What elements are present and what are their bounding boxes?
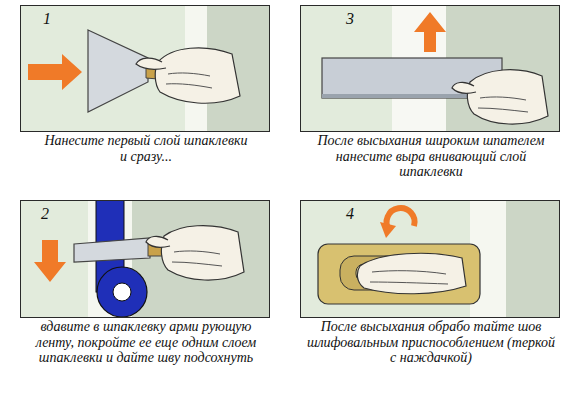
- glove-hand: [155, 48, 240, 103]
- glove-fingers: [478, 97, 528, 112]
- panel-3-art: [300, 5, 560, 132]
- step-caption: Нанесите первый слой шпаклевки и сразу..…: [41, 133, 251, 164]
- glove-hand: [161, 226, 244, 280]
- glove-fingers: [172, 251, 222, 266]
- down-arrow: [34, 240, 66, 282]
- step-number: 1: [43, 11, 51, 27]
- sanding-float: [318, 244, 480, 304]
- step-number: 4: [346, 206, 354, 222]
- glove-thumb: [452, 82, 476, 93]
- up-arrow: [414, 12, 446, 52]
- wall: [20, 200, 270, 318]
- illustration-panel: 4После высыхания обрабо тайте шов шлифов…: [300, 200, 560, 318]
- spatula-blade: [88, 30, 148, 112]
- wall-shade: [130, 200, 270, 318]
- glove-hand: [357, 253, 466, 293]
- wall-shade: [505, 200, 560, 318]
- step-number: 3: [346, 11, 354, 27]
- tape-roll-hole: [113, 283, 131, 301]
- glove-fingers: [370, 271, 448, 284]
- wall: [300, 200, 560, 318]
- wall: [300, 5, 560, 132]
- glove-thumb: [136, 58, 166, 69]
- illustration-panel: 3После высыхания широким шпателем нанеси…: [300, 5, 560, 132]
- glove-hand: [467, 70, 548, 124]
- step-caption: После высыхания обрабо тайте шов шлифова…: [306, 319, 556, 366]
- rotate-arrow-head: [380, 222, 396, 238]
- panel-2-art: [20, 200, 270, 318]
- step-caption: вдавите в шпаклевку арми рующую ленту, п…: [24, 319, 269, 366]
- wall: [20, 5, 270, 132]
- step-caption: После высыхания широким шпателем нанесит…: [306, 133, 556, 180]
- panel-1-art: [20, 5, 270, 132]
- glove-fingers: [166, 73, 212, 88]
- spatula-blade: [74, 238, 150, 262]
- push-arrow: [28, 54, 82, 90]
- step-number: 2: [41, 206, 49, 222]
- tape-roll: [97, 267, 147, 317]
- illustration-panel: 1Нанесите первый слой шпаклевки и сразу.…: [20, 5, 270, 132]
- panel-4-art: [300, 200, 560, 318]
- glove-thumb: [146, 236, 170, 247]
- illustration-panel: 2вдавите в шпаклевку арми рующую ленту, …: [20, 200, 270, 318]
